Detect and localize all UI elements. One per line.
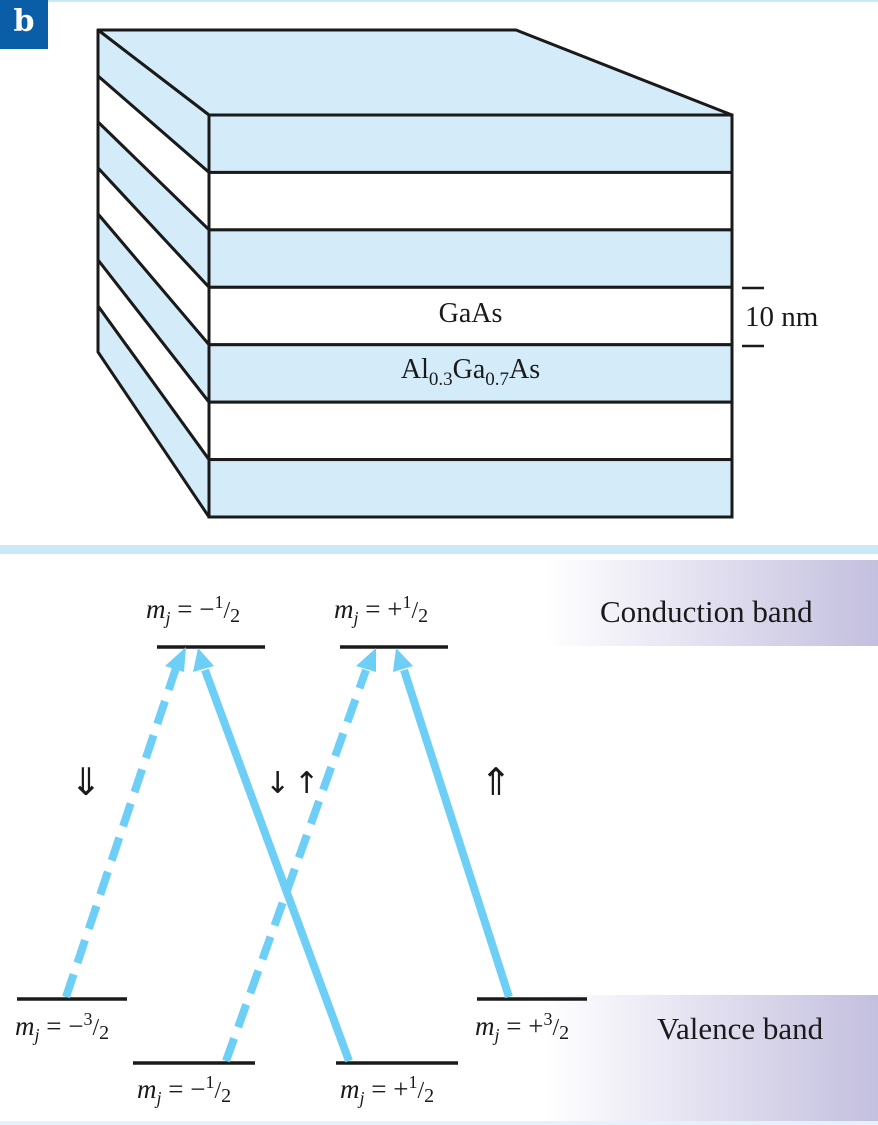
valence-band-label: Valence band <box>657 1011 824 1046</box>
transition-solid-1 <box>201 668 353 1063</box>
double-up-arrow-icon: ⇑ <box>480 760 512 804</box>
scale-bar <box>742 286 764 348</box>
panel-separator <box>0 545 878 554</box>
conduction-band-label: Conduction band <box>600 594 813 629</box>
mj-label-vb-plus-3half: mj = +3/2 <box>475 1009 570 1045</box>
transition-solid-2 <box>400 668 513 999</box>
energy-levels <box>17 645 587 1065</box>
scale-label: 10 nm <box>745 301 819 333</box>
gaas-label: GaAs <box>438 298 503 329</box>
double-down-arrow-icon: ⇓ <box>70 760 102 804</box>
algaas-label: Al0.3Ga0.7As <box>400 354 541 390</box>
front-layer-gaas <box>207 400 734 462</box>
panel-b-label: b <box>0 0 48 49</box>
mj-label-vb-minus-half: mj = −1/2 <box>137 1072 232 1108</box>
single-up-arrow-icon: ↑ <box>294 766 320 801</box>
front-layer-gaas <box>207 285 734 347</box>
arrowhead-1 <box>165 647 186 672</box>
transitions <box>62 647 513 1063</box>
arrowhead-4 <box>393 648 413 672</box>
front-layer-gaas <box>207 170 734 232</box>
mj-label-cb-minus-half: mj = −1/2 <box>146 592 241 628</box>
arrowhead-3 <box>356 648 376 672</box>
conduction-band-bg <box>545 560 878 646</box>
single-down-arrow-icon: ↓ <box>265 766 291 801</box>
front-layer-algaas <box>207 228 734 289</box>
mj-label-cb-plus-half: mj = +1/2 <box>334 592 429 628</box>
transition-dashed-2 <box>222 668 370 1063</box>
front-layer-algaas <box>207 458 734 519</box>
transition-dashed-1 <box>62 666 180 999</box>
mj-label-vb-minus-3half: mj = −3/2 <box>15 1009 110 1045</box>
bottom-border <box>0 1121 878 1125</box>
mj-label-vb-plus-half: mj = +1/2 <box>340 1072 435 1108</box>
heterostructure <box>96 28 734 519</box>
front-layer-algaas <box>207 113 734 174</box>
arrowhead-2 <box>193 648 214 672</box>
valence-band-bg <box>545 995 878 1121</box>
top-border <box>0 0 878 2</box>
